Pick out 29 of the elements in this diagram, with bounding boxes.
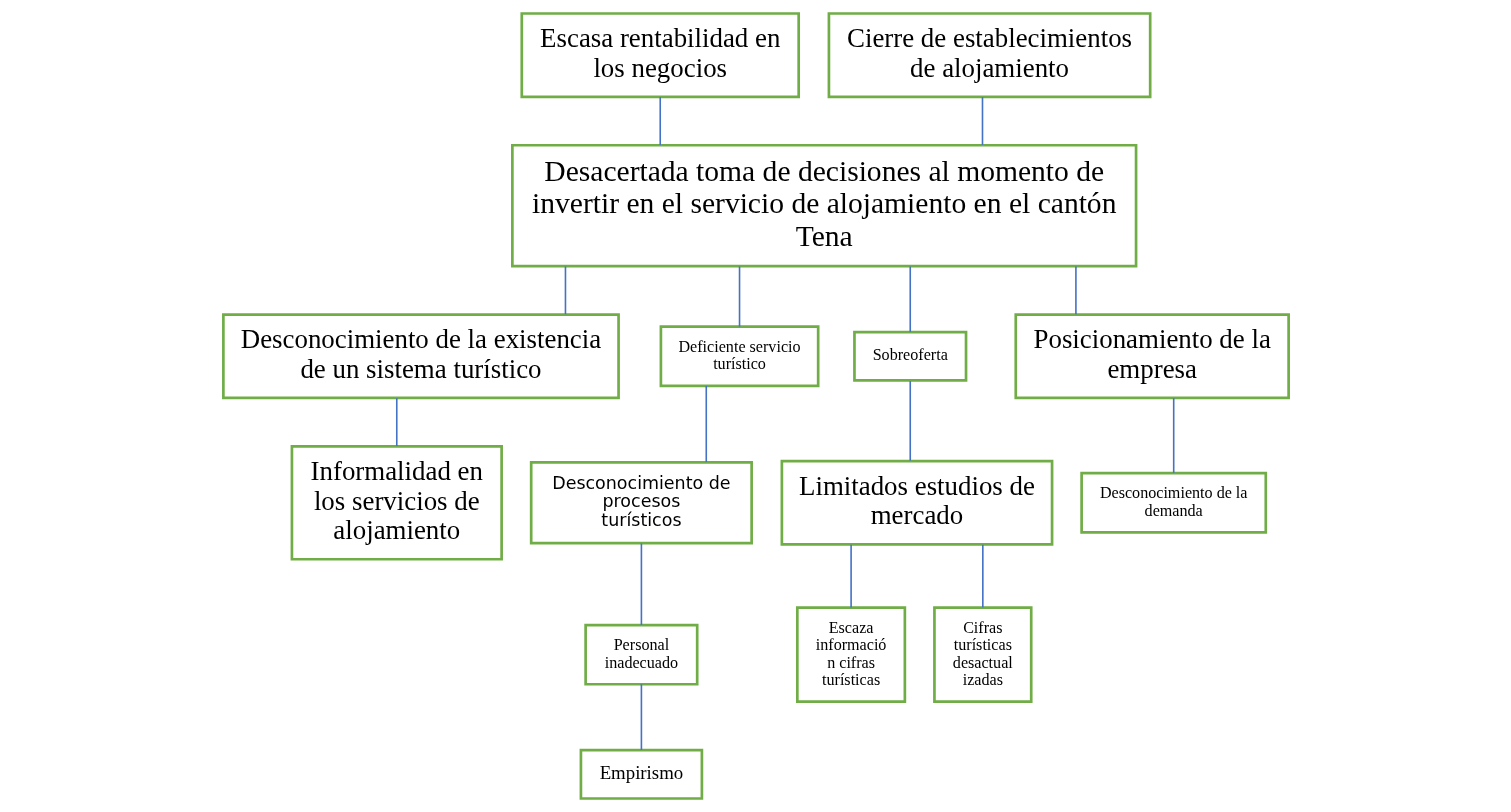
- connector: [849, 543, 852, 609]
- node-box: Cifras turísticas desactual izadas: [932, 606, 1033, 704]
- connector: [1172, 397, 1174, 474]
- connector: [640, 542, 642, 626]
- node-box: Posicionamiento de la empresa: [1013, 313, 1290, 400]
- connector: [981, 96, 983, 146]
- node-box: Escaza informació n cifras turísticas: [795, 606, 906, 704]
- connector: [981, 543, 984, 609]
- connector: [640, 683, 642, 751]
- connector: [1074, 265, 1077, 315]
- node-box: Escasa rentabilidad en los negocios: [519, 12, 800, 99]
- connector: [564, 265, 566, 315]
- connector: [704, 385, 707, 463]
- node-box: Desconocimiento de procesos turísticos: [529, 461, 753, 545]
- node-box: Empirismo: [579, 748, 703, 800]
- connector: [908, 265, 911, 333]
- node-box: Desacertada toma de decisiones al momento de invertir en el servicio de alojamiento en el cantón Tena: [510, 143, 1137, 268]
- node-box: Cierre de establecimientos de alojamiento: [827, 12, 1151, 99]
- node-box: Desconocimiento de la existencia de un sistema turístico: [221, 313, 620, 400]
- connector: [908, 380, 911, 462]
- node-box: Sobreoferta: [852, 330, 967, 382]
- connector: [738, 265, 740, 328]
- connector: [658, 96, 661, 146]
- node-box: Limitados estudios de mercado: [780, 459, 1053, 546]
- connector: [395, 397, 398, 447]
- node-box: Deficiente servicio turístico: [659, 325, 819, 388]
- node-box: Personal inadecuado: [583, 623, 699, 686]
- node-box: Informalidad en los servicios de alojamiento: [290, 444, 503, 561]
- node-box: Desconocimiento de la demanda: [1079, 471, 1267, 534]
